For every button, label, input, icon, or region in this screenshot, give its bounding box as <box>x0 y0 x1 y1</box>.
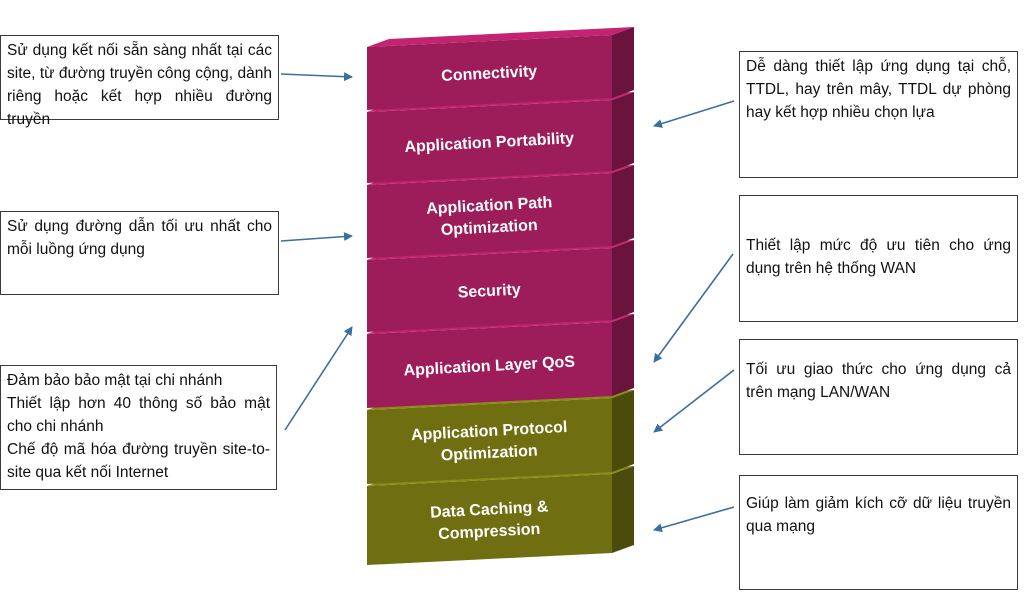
note-qos: Thiết lập mức độ ưu tiên cho ứng dụng tr… <box>739 195 1018 322</box>
layer-label: Data Caching & <box>430 498 549 521</box>
layer-connectivity: Connectivity <box>367 27 634 110</box>
note-portability: Dễ dàng thiết lập ứng dụng tại chỗ, TTDL… <box>739 51 1018 178</box>
layer-front-face <box>367 322 612 408</box>
note-line: Đảm bảo bảo mật tại chi nhánh <box>7 372 223 389</box>
layer-front-face <box>367 248 612 332</box>
layer-label: Optimization <box>440 217 538 239</box>
layer-side-face <box>612 165 634 246</box>
note-text: Sử dụng kết nối sẵn sàng nhất tại các si… <box>7 42 272 128</box>
note-security: Đảm bảo bảo mật tại chi nhánh Thiết lập … <box>0 365 277 490</box>
note-text: Sử dụng đường dẫn tối ưu nhất cho mỗi lu… <box>7 218 272 258</box>
note-line: Thiết lập hơn 40 thông số bảo mật cho ch… <box>7 395 270 435</box>
note-text: Tối ưu giao thức cho ứng dụng cả trên mạ… <box>746 361 1011 401</box>
layer-top-face <box>367 27 634 47</box>
layer-side-face <box>612 92 634 171</box>
layer-front-face <box>367 173 612 258</box>
layer-side-face <box>612 466 634 553</box>
note-protocol: Tối ưu giao thức cho ứng dụng cả trên mạ… <box>739 339 1018 455</box>
layer-side-face <box>612 240 634 320</box>
note-line: Chế độ mã hóa đường truyền site-to-site … <box>7 441 270 481</box>
layer-label: Security <box>457 281 521 301</box>
layer-front-face <box>367 35 612 110</box>
layer-label: Application Path <box>426 194 553 218</box>
layer-label: Compression <box>438 521 541 543</box>
layer-side-face <box>612 390 634 472</box>
layer-data-caching-compression: Data Caching &Compression <box>367 466 634 565</box>
note-text: Giúp làm giảm kích cỡ dữ liệu truyền qua… <box>746 495 1011 535</box>
note-path-optimization: Sử dụng đường dẫn tối ưu nhất cho mỗi lu… <box>0 211 279 295</box>
layer-front-face <box>367 398 612 484</box>
layer-front-face <box>367 100 612 183</box>
note-text: Dễ dàng thiết lập ứng dụng tại chỗ, TTDL… <box>746 58 1011 121</box>
layer-side-face <box>612 27 634 98</box>
layer-side-face <box>612 314 634 396</box>
note-text: Thiết lập mức độ ưu tiên cho ứng dụng tr… <box>746 237 1011 277</box>
note-caching: Giúp làm giảm kích cỡ dữ liệu truyền qua… <box>739 475 1018 590</box>
note-connectivity: Sử dụng kết nối sẵn sàng nhất tại các si… <box>0 35 279 128</box>
layer-label: Connectivity <box>441 63 538 85</box>
layer-front-face <box>367 474 612 565</box>
layer-label: Optimization <box>440 442 538 464</box>
